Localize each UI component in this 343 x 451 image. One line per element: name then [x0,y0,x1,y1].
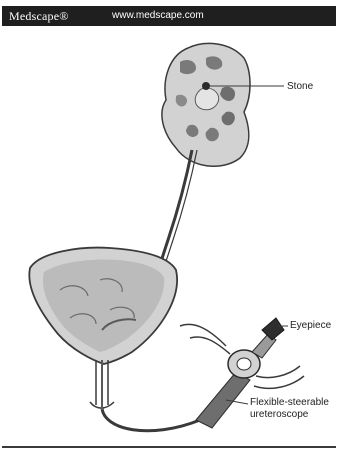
label-eyepiece: Eyepiece [290,320,331,332]
stone-marker [202,82,210,90]
bladder [29,248,177,364]
label-stone: Stone [287,81,313,93]
label-ureteroscope-line2: ureteroscope [250,409,340,421]
bottom-rule [2,446,336,448]
label-ureteroscope: Flexible-steerable ureteroscope [250,397,340,421]
kidney [162,43,250,166]
label-ureteroscope-line1: Flexible-steerable [250,397,340,409]
